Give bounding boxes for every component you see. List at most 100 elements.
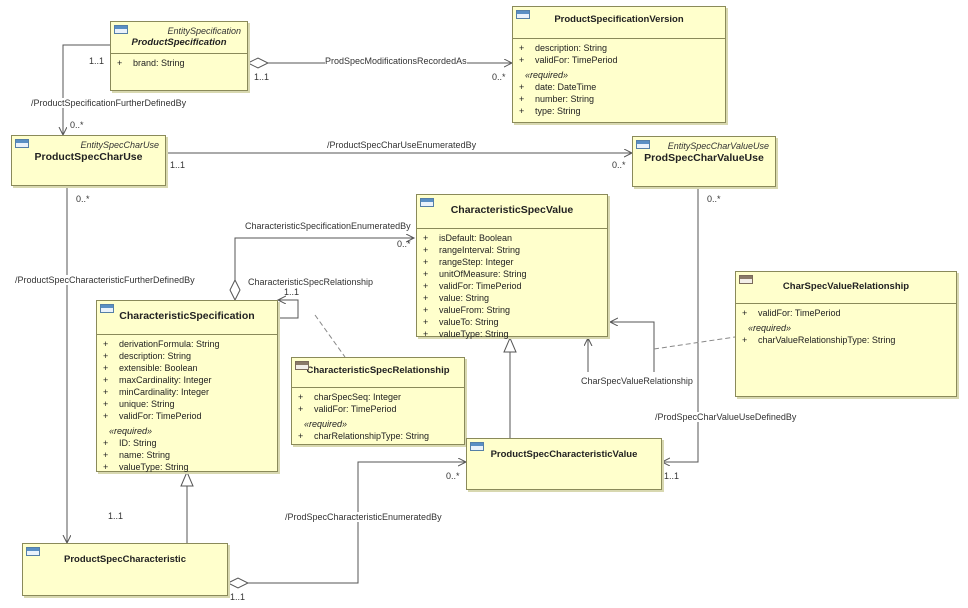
class-icon xyxy=(15,139,29,148)
class-product-spec-char-use[interactable]: EntitySpecCharUse ProductSpecCharUse xyxy=(11,135,166,186)
multiplicity-label: 1..1 xyxy=(170,160,186,170)
class-product-specification-version[interactable]: ProductSpecificationVersion +description… xyxy=(512,6,726,123)
generalization-arrowhead xyxy=(180,470,194,487)
assoc-label-spec-further-defined: /ProductSpecificationFurtherDefinedBy xyxy=(31,98,187,108)
multiplicity-label: 1..1 xyxy=(230,592,246,602)
class-product-spec-characteristic-value[interactable]: ProductSpecCharacteristicValue xyxy=(466,438,662,490)
attribute: +validFor: TimePeriod xyxy=(298,404,397,414)
class-icon xyxy=(26,547,40,556)
attribute: +unitOfMeasure: String xyxy=(423,269,527,279)
attribute: +valueType: String xyxy=(423,329,509,339)
attribute: +validFor: TimePeriod xyxy=(742,308,841,318)
class-product-specification[interactable]: EntitySpecification ProductSpecification… xyxy=(110,21,248,91)
attribute: +number: String xyxy=(519,94,595,104)
class-icon xyxy=(516,10,530,19)
class-icon xyxy=(420,198,434,207)
assoc-charspec-enumerated-line xyxy=(234,238,414,300)
attribute: +value: String xyxy=(423,293,490,303)
assoc-charvalueuse-defined-line xyxy=(662,187,698,462)
required-stereotype: «required» xyxy=(304,419,348,429)
attribute: +rangeInterval: String xyxy=(423,245,521,255)
attribute: +name: String xyxy=(103,450,171,460)
aggregation-diamond xyxy=(226,577,250,589)
class-name: CharSpecValueRelationship xyxy=(782,281,910,292)
assoc-characteristic-enumerated-line xyxy=(228,462,466,584)
assoc-label-charspec-value-relationship: CharSpecValueRelationship xyxy=(581,376,693,386)
association-class-icon xyxy=(295,361,309,370)
class-name: ProductSpecCharacteristic xyxy=(64,554,186,565)
multiplicity-label: 0..* xyxy=(446,471,460,481)
attribute: +rangeStep: Integer xyxy=(423,257,514,267)
assoc-charspec-value-relationship-return xyxy=(610,322,655,372)
multiplicity-label: 1..1 xyxy=(108,511,124,521)
assoc-label-charuse-enumerated: /ProductSpecCharUseEnumeratedBy xyxy=(327,140,477,150)
attribute: +maxCardinality: Integer xyxy=(103,375,212,385)
attribute: +date: DateTime xyxy=(519,82,597,92)
attribute: +ID: String xyxy=(103,438,157,448)
attribute: +charValueRelationshipType: String xyxy=(742,335,896,345)
required-stereotype: «required» xyxy=(748,323,792,333)
attribute: +valueFrom: String xyxy=(423,305,511,315)
class-char-spec-value-relationship[interactable]: CharSpecValueRelationship +validFor: Tim… xyxy=(735,271,957,397)
multiplicity-label: 0..* xyxy=(492,72,506,82)
class-name: ProductSpecification xyxy=(131,37,227,48)
attribute: +minCardinality: Integer xyxy=(103,387,210,397)
required-stereotype: «required» xyxy=(525,70,569,80)
class-name: CharacteristicSpecification xyxy=(119,310,255,322)
multiplicity-label: 0..* xyxy=(612,160,626,170)
multiplicity-label: 1..1 xyxy=(254,72,270,82)
association-class-link xyxy=(653,336,736,350)
attribute: +validFor: TimePeriod xyxy=(519,55,618,65)
assoc-label-charspec-enumerated: CharacteristicSpecificationEnumeratedBy xyxy=(245,221,411,231)
assoc-label-characteristic-enumerated: /ProdSpecCharacteristicEnumeratedBy xyxy=(285,512,442,522)
assoc-label-charspec-relationship: CharacteristicSpecRelationship xyxy=(248,277,374,287)
multiplicity-label: 1..1 xyxy=(664,471,680,481)
multiplicity-label: 1..1 xyxy=(89,56,105,66)
generalization-arrowhead xyxy=(503,336,517,353)
multiplicity-label: 0..* xyxy=(70,120,84,130)
assoc-label-prodspec-modifications: ProdSpecModificationsRecordedAs xyxy=(325,56,467,66)
class-name: ProductSpecificationVersion xyxy=(554,14,684,25)
class-icon xyxy=(100,304,114,313)
attribute: +validFor: TimePeriod xyxy=(423,281,522,291)
class-name: ProdSpecCharValueUse xyxy=(644,152,764,164)
class-name: CharacteristicSpecRelationship xyxy=(306,365,450,376)
attribute: +extensible: Boolean xyxy=(103,363,198,373)
stereotype: EntitySpecCharUse xyxy=(80,140,159,150)
class-product-spec-characteristic[interactable]: ProductSpecCharacteristic xyxy=(22,543,228,596)
attribute: +valueTo: String xyxy=(423,317,499,327)
attribute: +derivationFormula: String xyxy=(103,339,220,349)
stereotype: EntitySpecification xyxy=(167,26,241,36)
association-class-icon xyxy=(739,275,753,284)
attribute: +validFor: TimePeriod xyxy=(103,411,202,421)
assoc-label-charvalueuse-defined: /ProdSpecCharValueUseDefinedBy xyxy=(655,412,797,422)
class-icon xyxy=(114,25,128,34)
aggregation-diamond xyxy=(229,278,241,302)
assoc-charspec-relationship-line xyxy=(278,300,299,319)
required-stereotype: «required» xyxy=(109,426,153,436)
attribute: +brand: String xyxy=(117,58,185,68)
aggregation-diamond xyxy=(246,57,270,69)
multiplicity-label: 0..* xyxy=(76,194,90,204)
multiplicity-label: 1..1 xyxy=(284,287,300,297)
attribute: +charSpecSeq: Integer xyxy=(298,392,402,402)
attribute: +unique: String xyxy=(103,399,175,409)
class-characteristic-spec-relationship[interactable]: CharacteristicSpecRelationship +charSpec… xyxy=(291,357,465,445)
assoc-label-characteristic-further-defined: /ProductSpecCharacteristicFurtherDefined… xyxy=(15,275,195,285)
multiplicity-label: 0..* xyxy=(707,194,721,204)
class-icon xyxy=(470,442,484,451)
class-icon xyxy=(636,140,650,149)
class-characteristic-specification[interactable]: CharacteristicSpecification +derivationF… xyxy=(96,300,278,472)
attribute: +description: String xyxy=(519,43,608,53)
association-class-link xyxy=(314,314,346,358)
attribute: +type: String xyxy=(519,106,581,116)
class-prod-spec-char-value-use[interactable]: EntitySpecCharValueUse ProdSpecCharValue… xyxy=(632,136,776,187)
class-name: ProductSpecCharUse xyxy=(34,151,143,163)
attribute: +description: String xyxy=(103,351,192,361)
class-characteristic-spec-value[interactable]: CharacteristicSpecValue +isDefault: Bool… xyxy=(416,194,608,339)
class-name: ProductSpecCharacteristicValue xyxy=(490,449,638,460)
class-name: CharacteristicSpecValue xyxy=(450,204,574,216)
attribute: +isDefault: Boolean xyxy=(423,233,513,243)
